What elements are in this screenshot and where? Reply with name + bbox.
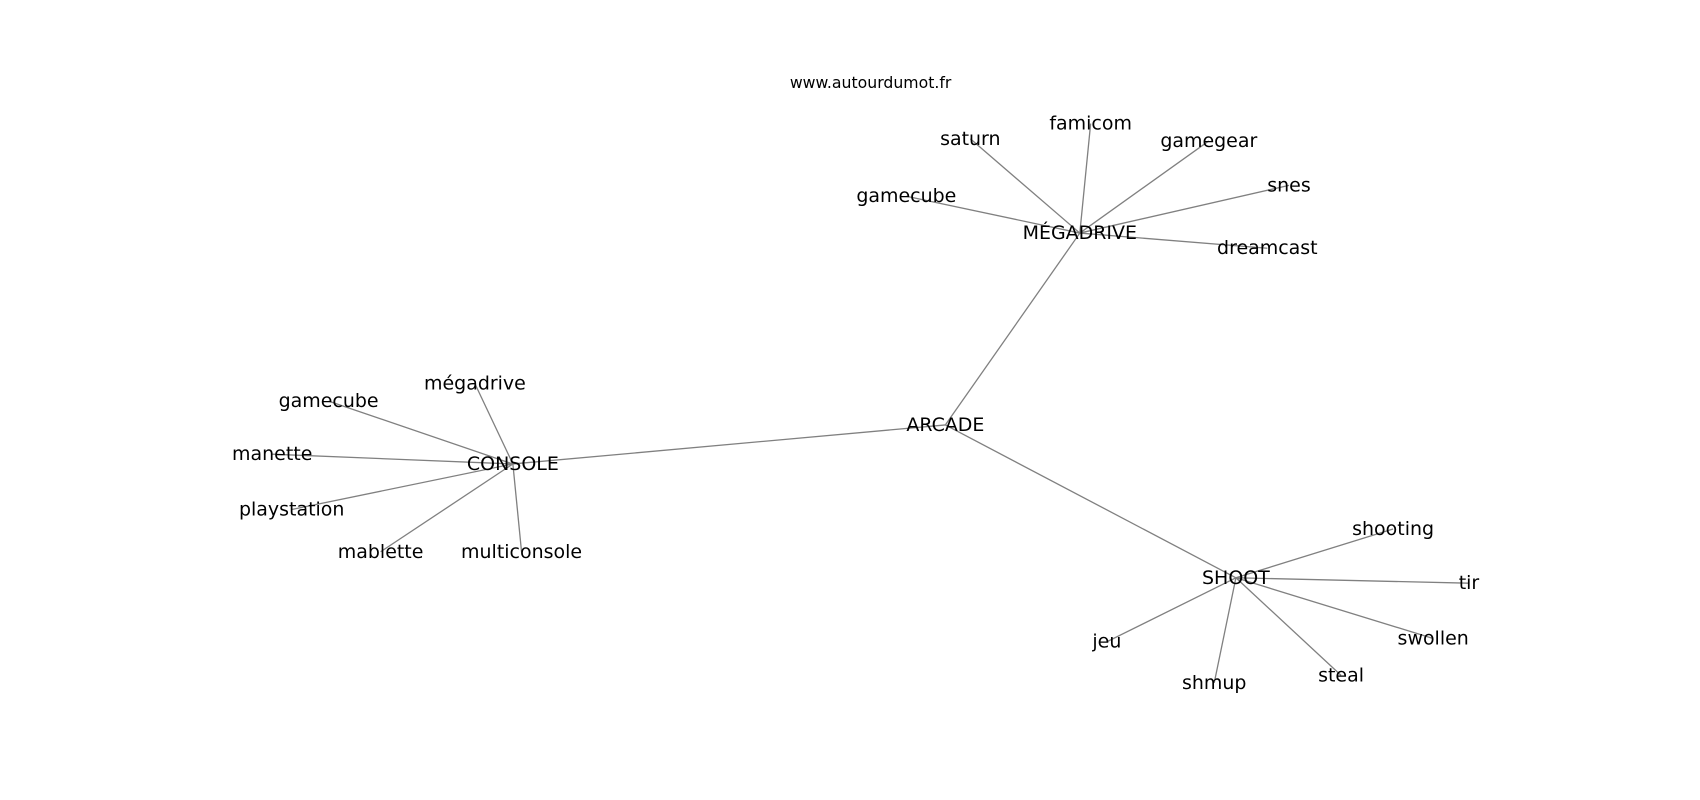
edge-hub-child [1079, 232, 1268, 249]
leaf-node[interactable]: manette [232, 443, 312, 465]
edge-hub-child [1235, 577, 1342, 676]
leaf-node[interactable]: mégadrive [424, 373, 526, 395]
edge-hub-child [1235, 577, 1434, 640]
leaf-node[interactable]: tir [1459, 572, 1480, 594]
leaf-node[interactable]: jeu [1091, 631, 1121, 653]
leaf-node[interactable]: steal [1318, 664, 1364, 686]
edge-hub-child [906, 195, 1080, 234]
edge-hub-child [328, 400, 514, 465]
edge-hub-child [380, 463, 514, 553]
leaf-node[interactable]: shmup [1182, 672, 1246, 694]
edge-root-hub [944, 232, 1081, 426]
edge-root-hub [945, 424, 1237, 579]
edge-hub-child [1235, 577, 1469, 584]
leaf-node[interactable]: shooting [1352, 518, 1434, 540]
hub-node[interactable]: MÉGADRIVE [1023, 221, 1137, 244]
edge-hub-child [1213, 577, 1237, 684]
edge-hub-child [1106, 577, 1237, 643]
leaf-node[interactable]: dreamcast [1217, 237, 1318, 259]
leaf-node[interactable]: gamecube [279, 390, 379, 412]
leaf-node[interactable]: gamecube [856, 185, 956, 207]
edge-hub-child [272, 453, 513, 465]
leaf-node[interactable]: swollen [1398, 627, 1469, 649]
edge-root-hub [512, 424, 946, 465]
leaf-node[interactable]: mablette [338, 541, 424, 563]
edge-hub-child [1079, 123, 1092, 234]
leaf-node[interactable]: snes [1267, 174, 1310, 196]
edges [272, 123, 1469, 684]
edge-hub-child [969, 138, 1081, 234]
leaf-node[interactable]: saturn [940, 128, 1000, 150]
edge-hub-child [1079, 184, 1290, 234]
edge-hub-child [291, 463, 514, 511]
edge-hub-child [1235, 528, 1394, 579]
edge-hub-child [512, 463, 523, 552]
leaf-node[interactable]: playstation [239, 498, 344, 520]
edge-hub-child [474, 383, 514, 465]
leaf-node[interactable]: famicom [1049, 113, 1132, 135]
hub-node[interactable]: SHOOT [1202, 567, 1270, 589]
hub-node[interactable]: CONSOLE [467, 453, 559, 475]
leaf-node[interactable]: gamegear [1160, 130, 1257, 152]
site-title: www.autourdumot.fr [790, 73, 952, 92]
nodes: www.autourdumot.fr ARCADE MÉGADRIVE gamecu… [232, 73, 1479, 694]
root-node[interactable]: ARCADE [906, 414, 984, 436]
leaf-node[interactable]: multiconsole [461, 541, 582, 563]
edge-hub-child [1079, 140, 1210, 234]
